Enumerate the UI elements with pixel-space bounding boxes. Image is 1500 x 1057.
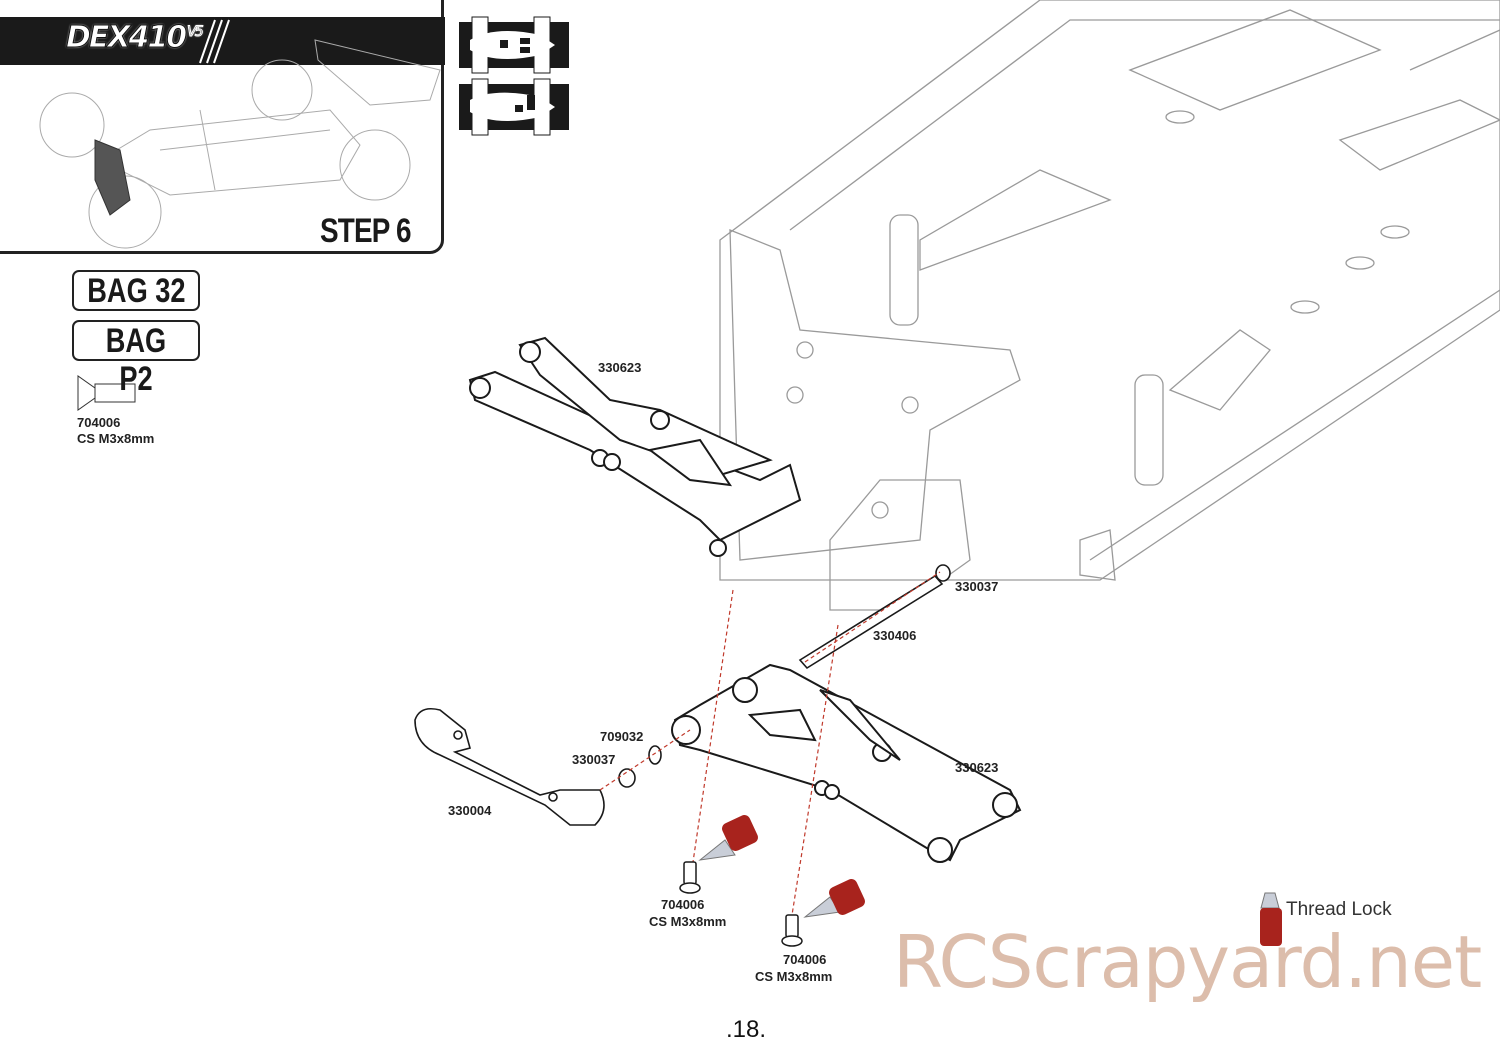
step-title: STEP 6 bbox=[320, 212, 411, 250]
callout-screw-2-part: 704006 bbox=[783, 952, 827, 967]
thread-lock-bottle-icon bbox=[698, 815, 758, 861]
thread-lock-legend-icon bbox=[1260, 892, 1282, 946]
callout-screw-1-part: 704006 bbox=[661, 897, 705, 912]
chassis-drawing bbox=[719, 0, 1500, 611]
screw-drawing bbox=[679, 861, 803, 947]
orientation-icon-top bbox=[459, 16, 569, 74]
thread-lock-bottle-icon bbox=[803, 879, 865, 918]
callout-screw-1-desc: CS M3x8mm bbox=[649, 914, 727, 929]
page-number: .18. bbox=[726, 1016, 767, 1043]
upper-suspension-arm bbox=[468, 336, 802, 557]
callout-lower-arm: 330623 bbox=[955, 760, 999, 775]
thread-lock-label: Thread Lock bbox=[1286, 899, 1392, 920]
callout-washer: 709032 bbox=[600, 729, 644, 744]
bag-label-p2: BAG P2 bbox=[72, 320, 200, 398]
hinge-pin-drawing bbox=[618, 564, 951, 788]
legend-part-number: 704006 bbox=[77, 415, 121, 430]
lower-suspension-arm bbox=[671, 663, 1022, 863]
logo-version: V5 bbox=[187, 24, 205, 41]
orientation-icon-bottom bbox=[459, 78, 569, 136]
bag-label-32: BAG 32 bbox=[72, 270, 200, 311]
callout-outer-bushing: 330037 bbox=[572, 752, 616, 767]
arm-mount-drawing bbox=[414, 707, 605, 826]
callout-screw-2-desc: CS M3x8mm bbox=[755, 969, 833, 984]
legend-description: CS M3x8mm bbox=[77, 431, 155, 446]
callout-hinge-pin: 330406 bbox=[873, 628, 917, 643]
callout-arm-mount: 330004 bbox=[448, 803, 492, 818]
buggy-preview-icon bbox=[39, 39, 441, 249]
logo-slashes bbox=[199, 19, 230, 64]
callout-inner-bushing: 330037 bbox=[955, 579, 999, 594]
assembly-guide-lines bbox=[599, 571, 941, 916]
callout-upper-arm: 330623 bbox=[598, 360, 642, 375]
countersunk-screw-icon bbox=[77, 375, 136, 411]
watermark: RCScrapyard.net bbox=[893, 920, 1482, 1004]
step-header-box bbox=[0, 0, 444, 254]
logo-text: DEX410 bbox=[65, 20, 187, 56]
